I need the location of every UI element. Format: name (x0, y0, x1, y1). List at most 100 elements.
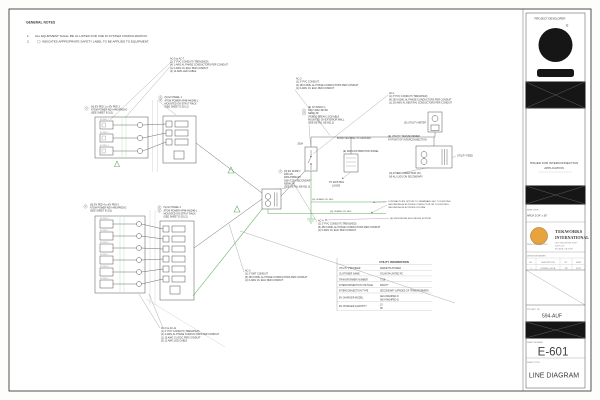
issued-for-line: APPLICATION (544, 166, 564, 170)
meter-label: (E) UTILITY METER (404, 122, 426, 125)
breaker-symbol (137, 122, 143, 128)
xfmr-label-line: NEMA 3R (284, 182, 295, 185)
sheet-size-value: ARCH D 24" x 36" (527, 215, 547, 218)
trench-flag-icon (233, 205, 241, 213)
table-value: 480/277 (380, 285, 389, 287)
firm-address-line: 4874 PEACHTREE PKWY (555, 242, 578, 245)
panel-main-breaker (169, 285, 181, 295)
note-number: 2. (27, 40, 30, 44)
leader-line (239, 230, 456, 304)
firm-address-line: ATLANTA, GA 30338 (555, 248, 573, 251)
ev-pedestal (99, 255, 114, 265)
rev-cell: TW (564, 268, 567, 270)
to-loads-label: LOADS (332, 184, 341, 187)
registered-mark-icon: ® (566, 24, 569, 28)
disco-label-line: VISIBLE-BREAK LOCKABLE (308, 115, 340, 118)
panel-label-line: ATOM POWER AP48-AW24B-L (164, 209, 198, 212)
xfmr-label-line: (N) EV XFMR 1 (284, 170, 301, 173)
general-notes-title: GENERAL NOTES (26, 21, 56, 25)
ev-panel-1: 3 4 (N) EV PANEL 1 ATOM POWER AP48-AW24B… (158, 95, 199, 164)
sheet-size-label: SHEET SIZE (527, 210, 539, 212)
group-label-line: (N) EV PED 1 to EV PED 3 (91, 106, 121, 109)
callout-line: (1) 2" PVC CONDUIT (TRENCHED) (161, 330, 200, 333)
note-marker: 2 (85, 206, 86, 208)
disco-rating: 200A (297, 143, 303, 146)
utility-xfmr-label: AT POINT OF INTERCONNECTION (388, 139, 427, 142)
note-text: INDICATES APPROPRIATE SAFETY LABEL TO BE… (42, 40, 149, 44)
ped-label: EV PED 8 (100, 266, 109, 268)
note-marker: 3 (160, 97, 161, 99)
contractor-note-line: CONTRACTOR'S OPTION TO TERMINATE GEC TO … (388, 200, 451, 203)
feeder-conduit (280, 169, 307, 197)
interconnection-label: (N) INTERCONNECTION VIA (389, 172, 421, 175)
panel-label-line: (SEE SHEET E-201.2) (165, 106, 189, 109)
callout-line: (1) 6 AWG CU EGC PER CONDUIT (245, 279, 284, 282)
note-marker: 3 (159, 207, 160, 209)
gec-label: (N) 1/0 AWG CU GEC (330, 210, 352, 213)
project-number-label: PROJECT NO. (527, 309, 541, 311)
transformer-box (261, 188, 282, 210)
table-value: 7318 (380, 279, 386, 281)
table-label: UTILITY PROVIDER (339, 268, 361, 270)
callout-line: (8) 250 KCMIL AL PHASE CONDUCTORS PER CO… (245, 276, 308, 279)
trench-flag-icon (227, 166, 235, 174)
ped-label: EV PED 3 (100, 145, 109, 147)
callout-ac1: AC-1 (1) 3" PVC CONDUIT (TRENCHED) (4) 2… (312, 92, 453, 155)
ev-pedestal (99, 267, 114, 277)
table-value: ATLANTA UNITED FC (380, 273, 403, 276)
callout-ac-top: AC-5 to AC-7 (1) 2" PVC CONDUIT (TRENCHE… (109, 58, 229, 121)
rev-cell: ISSUED FOR IA (541, 267, 556, 270)
callout-line: (1) 6 AWG CU EGC PER CONDUIT (318, 229, 357, 232)
firm-logo-icon (530, 227, 548, 245)
table-label: TRANSFORMER NUMBER (339, 278, 368, 281)
callout-line: (3) 12 AWG LED CABLE (161, 339, 188, 342)
callout-line: (4) 250 KCMIL AL PHASE CONDUCTORS PER CO… (389, 98, 452, 101)
panel-label-line: MOUNTED ON STRUT RACK (165, 102, 198, 105)
ground-conductor (192, 207, 264, 297)
safety-label-symbol-icon (37, 39, 41, 44)
rev-cell: 1 (530, 268, 532, 270)
interconnection-label: (N) AL LUGS ON SECONDARY (389, 175, 423, 178)
ev-pedestal (99, 279, 114, 289)
note-marker: 4 (159, 210, 160, 212)
table-value: 13 (380, 305, 383, 307)
breaker-symbol (137, 148, 143, 154)
ped-pad-outline (94, 116, 149, 159)
ev-pedestal (99, 243, 114, 253)
grounding-system: (N) 1/0 AWG CU GEC (N) 1/0 AWG CU GEC CO… (267, 171, 451, 224)
note-number: 1. (27, 34, 30, 38)
firm-name-line: TEKWORKS (555, 229, 583, 234)
developer-logo-icon (538, 28, 573, 62)
to-loads-label: TO EXISTING (329, 181, 344, 184)
firm-website: WWW.TEKWORKS.NET (527, 244, 549, 246)
table-value: AEV-AW24PED-D (380, 295, 399, 298)
disco-label-line: (E) CH DISCO 1 (308, 106, 326, 109)
table-title: UTILITY INFORMATION (379, 260, 409, 264)
gec-label: (N) 1/0 AWG CU GEC (312, 198, 334, 201)
callout-line: (1) 2" PVC CONDUIT (TRENCHED) (170, 61, 209, 64)
developer-wordmark (537, 69, 574, 77)
ges-label: (E) GROUNDING ELECTRODE SYSTEM (390, 218, 431, 220)
main-distribution-panel: (E) MAIN DISTRIBUTION PANEL TO EXISTING … (329, 150, 379, 188)
table-value: MARIETTA POWER (380, 267, 401, 270)
callout-line: (1) 6 AWG CU EGC PER CONDUIT (296, 87, 335, 90)
callout-line: (1) 6 AWG CU EGC PER CONDUIT (170, 67, 209, 70)
note-marker: 4 (304, 113, 305, 115)
ped-pad-outline (94, 215, 146, 294)
utility-feed-label: UTILITY FEED (457, 155, 473, 158)
meter-box (427, 111, 443, 133)
panel-label-line: ATOM POWER AP48-AW24B-L (165, 99, 199, 102)
table-label: EV CHARGER MODEL (339, 297, 364, 300)
callout-line: AC-8 to AC-11 (161, 327, 177, 330)
ev-pedestal (99, 231, 114, 241)
utility-transformer: (E) UTILITY TRANSFORMER AT POINT OF INTE… (388, 135, 473, 178)
trench-flag-icon (114, 160, 120, 167)
ev-pedestal (99, 219, 114, 229)
callout-line: (1) 3" PVC CONDUIT (296, 81, 319, 84)
mdp-box (343, 153, 359, 173)
rev-cell: 4/1/21 (576, 268, 582, 270)
disco-label-line: 480V 400A 3Ø 4W (308, 109, 329, 112)
ped-label: EV PED 7 (100, 254, 109, 256)
table-label: CUSTOMER NAME (339, 273, 360, 276)
ped-label: EV PED 4 (100, 218, 109, 220)
